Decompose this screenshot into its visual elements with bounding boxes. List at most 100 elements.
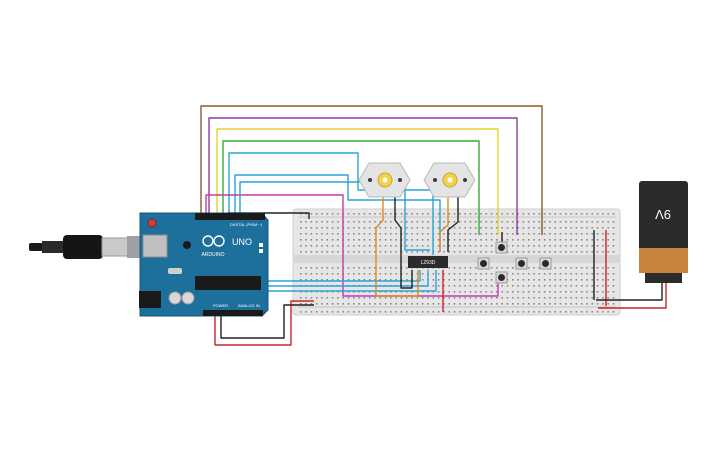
breadboard-hole <box>459 239 461 241</box>
breadboard-hole <box>448 227 450 229</box>
breadboard-hole <box>533 267 535 269</box>
breadboard-hole <box>384 233 387 235</box>
breadboard-hole <box>353 251 355 253</box>
breadboard-hole <box>554 311 556 313</box>
breadboard-hole <box>416 311 419 313</box>
pushbuttons <box>477 241 552 284</box>
breadboard-hole <box>480 291 482 293</box>
breadboard-hole <box>453 273 456 275</box>
breadboard-hole <box>565 285 567 287</box>
breadboard-hole <box>554 273 556 275</box>
breadboard-hole <box>522 273 525 275</box>
breadboard-hole <box>480 221 482 223</box>
breadboard-hole <box>421 291 424 293</box>
breadboard-hole <box>331 303 334 305</box>
pushbutton-far-right[interactable] <box>539 257 552 270</box>
breadboard-hole <box>549 303 551 305</box>
rx-led <box>259 249 263 253</box>
breadboard-hole <box>347 311 350 313</box>
breadboard-hole <box>421 303 424 305</box>
breadboard-hole <box>559 297 562 299</box>
breadboard-hole <box>331 213 334 215</box>
reset-button-icon[interactable] <box>147 218 157 228</box>
pushbutton-top[interactable] <box>495 241 508 254</box>
breadboard-hole <box>565 227 567 229</box>
breadboard-hole <box>533 285 535 287</box>
breadboard-hole <box>326 297 329 299</box>
motor-driver-ic[interactable]: L293D <box>408 256 448 268</box>
pushbutton-bottom[interactable] <box>495 271 508 284</box>
breadboard-hole <box>533 297 535 299</box>
breadboard-hole <box>480 227 482 229</box>
breadboard-hole <box>533 291 535 293</box>
battery-9v[interactable]: 9V <box>639 181 688 283</box>
breadboard-hole <box>310 273 313 275</box>
breadboard-hole <box>300 213 302 215</box>
breadboard-hole <box>591 311 594 313</box>
breadboard-hole <box>363 303 366 305</box>
breadboard-hole <box>480 251 482 253</box>
breadboard-hole <box>496 297 498 299</box>
breadboard-hole <box>612 227 615 229</box>
dc-motor-right[interactable] <box>423 162 476 198</box>
breadboard-hole <box>310 251 313 253</box>
arduino-uno-board[interactable]: ARDUINO UNO DIGITAL (PWM ~) POWER ANALOG… <box>139 212 269 317</box>
breadboard-hole <box>421 311 424 313</box>
breadboard-hole <box>554 291 556 293</box>
wire-yellow <box>216 128 499 235</box>
breadboard-hole <box>395 267 397 269</box>
breadboard[interactable] <box>292 208 621 316</box>
breadboard-hole <box>565 221 567 223</box>
breadboard-hole <box>300 273 302 275</box>
breadboard-hole <box>300 297 302 299</box>
breadboard-hole <box>580 311 583 313</box>
breadboard-hole <box>522 233 525 235</box>
breadboard-hole <box>437 285 440 287</box>
breadboard-hole <box>501 297 503 299</box>
breadboard-hole <box>485 297 488 299</box>
breadboard-hole <box>474 273 477 275</box>
breadboard-hole <box>342 311 344 313</box>
breadboard-hole <box>374 291 376 293</box>
breadboard-hole <box>527 273 530 275</box>
dc-motor-left[interactable] <box>358 162 411 198</box>
breadboard-hole <box>321 239 323 241</box>
breadboard-hole <box>527 291 530 293</box>
breadboard-hole <box>411 213 413 215</box>
breadboard-hole <box>554 213 556 215</box>
breadboard-hole <box>437 291 440 293</box>
breadboard-hole <box>305 291 307 293</box>
breadboard-hole <box>300 221 302 223</box>
breadboard-hole <box>549 291 551 293</box>
breadboard-hole <box>353 303 355 305</box>
breadboard-hole <box>559 303 562 305</box>
digital-label: DIGITAL (PWM ~) <box>230 222 263 227</box>
breadboard-hole <box>368 267 371 269</box>
breadboard-hole <box>549 227 551 229</box>
breadboard-hole <box>602 291 604 293</box>
breadboard-hole <box>406 273 408 275</box>
breadboard-hole <box>363 221 366 223</box>
breadboard-hole <box>443 303 445 305</box>
wire-black-1 <box>394 196 413 289</box>
breadboard-hole <box>321 303 323 305</box>
breadboard-hole <box>591 273 594 275</box>
atmega-chip <box>195 276 261 290</box>
breadboard-hole <box>321 251 323 253</box>
pushbutton-right[interactable] <box>515 257 528 270</box>
breadboard-hole <box>310 303 313 305</box>
breadboard-hole <box>512 245 514 247</box>
breadboard-hole <box>437 213 440 215</box>
breadboard-hole <box>395 279 397 281</box>
breadboard-hole <box>459 311 461 313</box>
breadboard-hole <box>591 245 594 247</box>
breadboard-hole <box>485 239 488 241</box>
breadboard-hole <box>580 291 583 293</box>
breadboard-hole <box>300 311 302 313</box>
breadboard-hole <box>559 213 562 215</box>
pushbutton-left[interactable] <box>477 257 490 270</box>
breadboard-hole <box>506 297 509 299</box>
breadboard-hole <box>490 221 493 223</box>
breadboard-hole <box>565 279 567 281</box>
breadboard-hole <box>527 221 530 223</box>
